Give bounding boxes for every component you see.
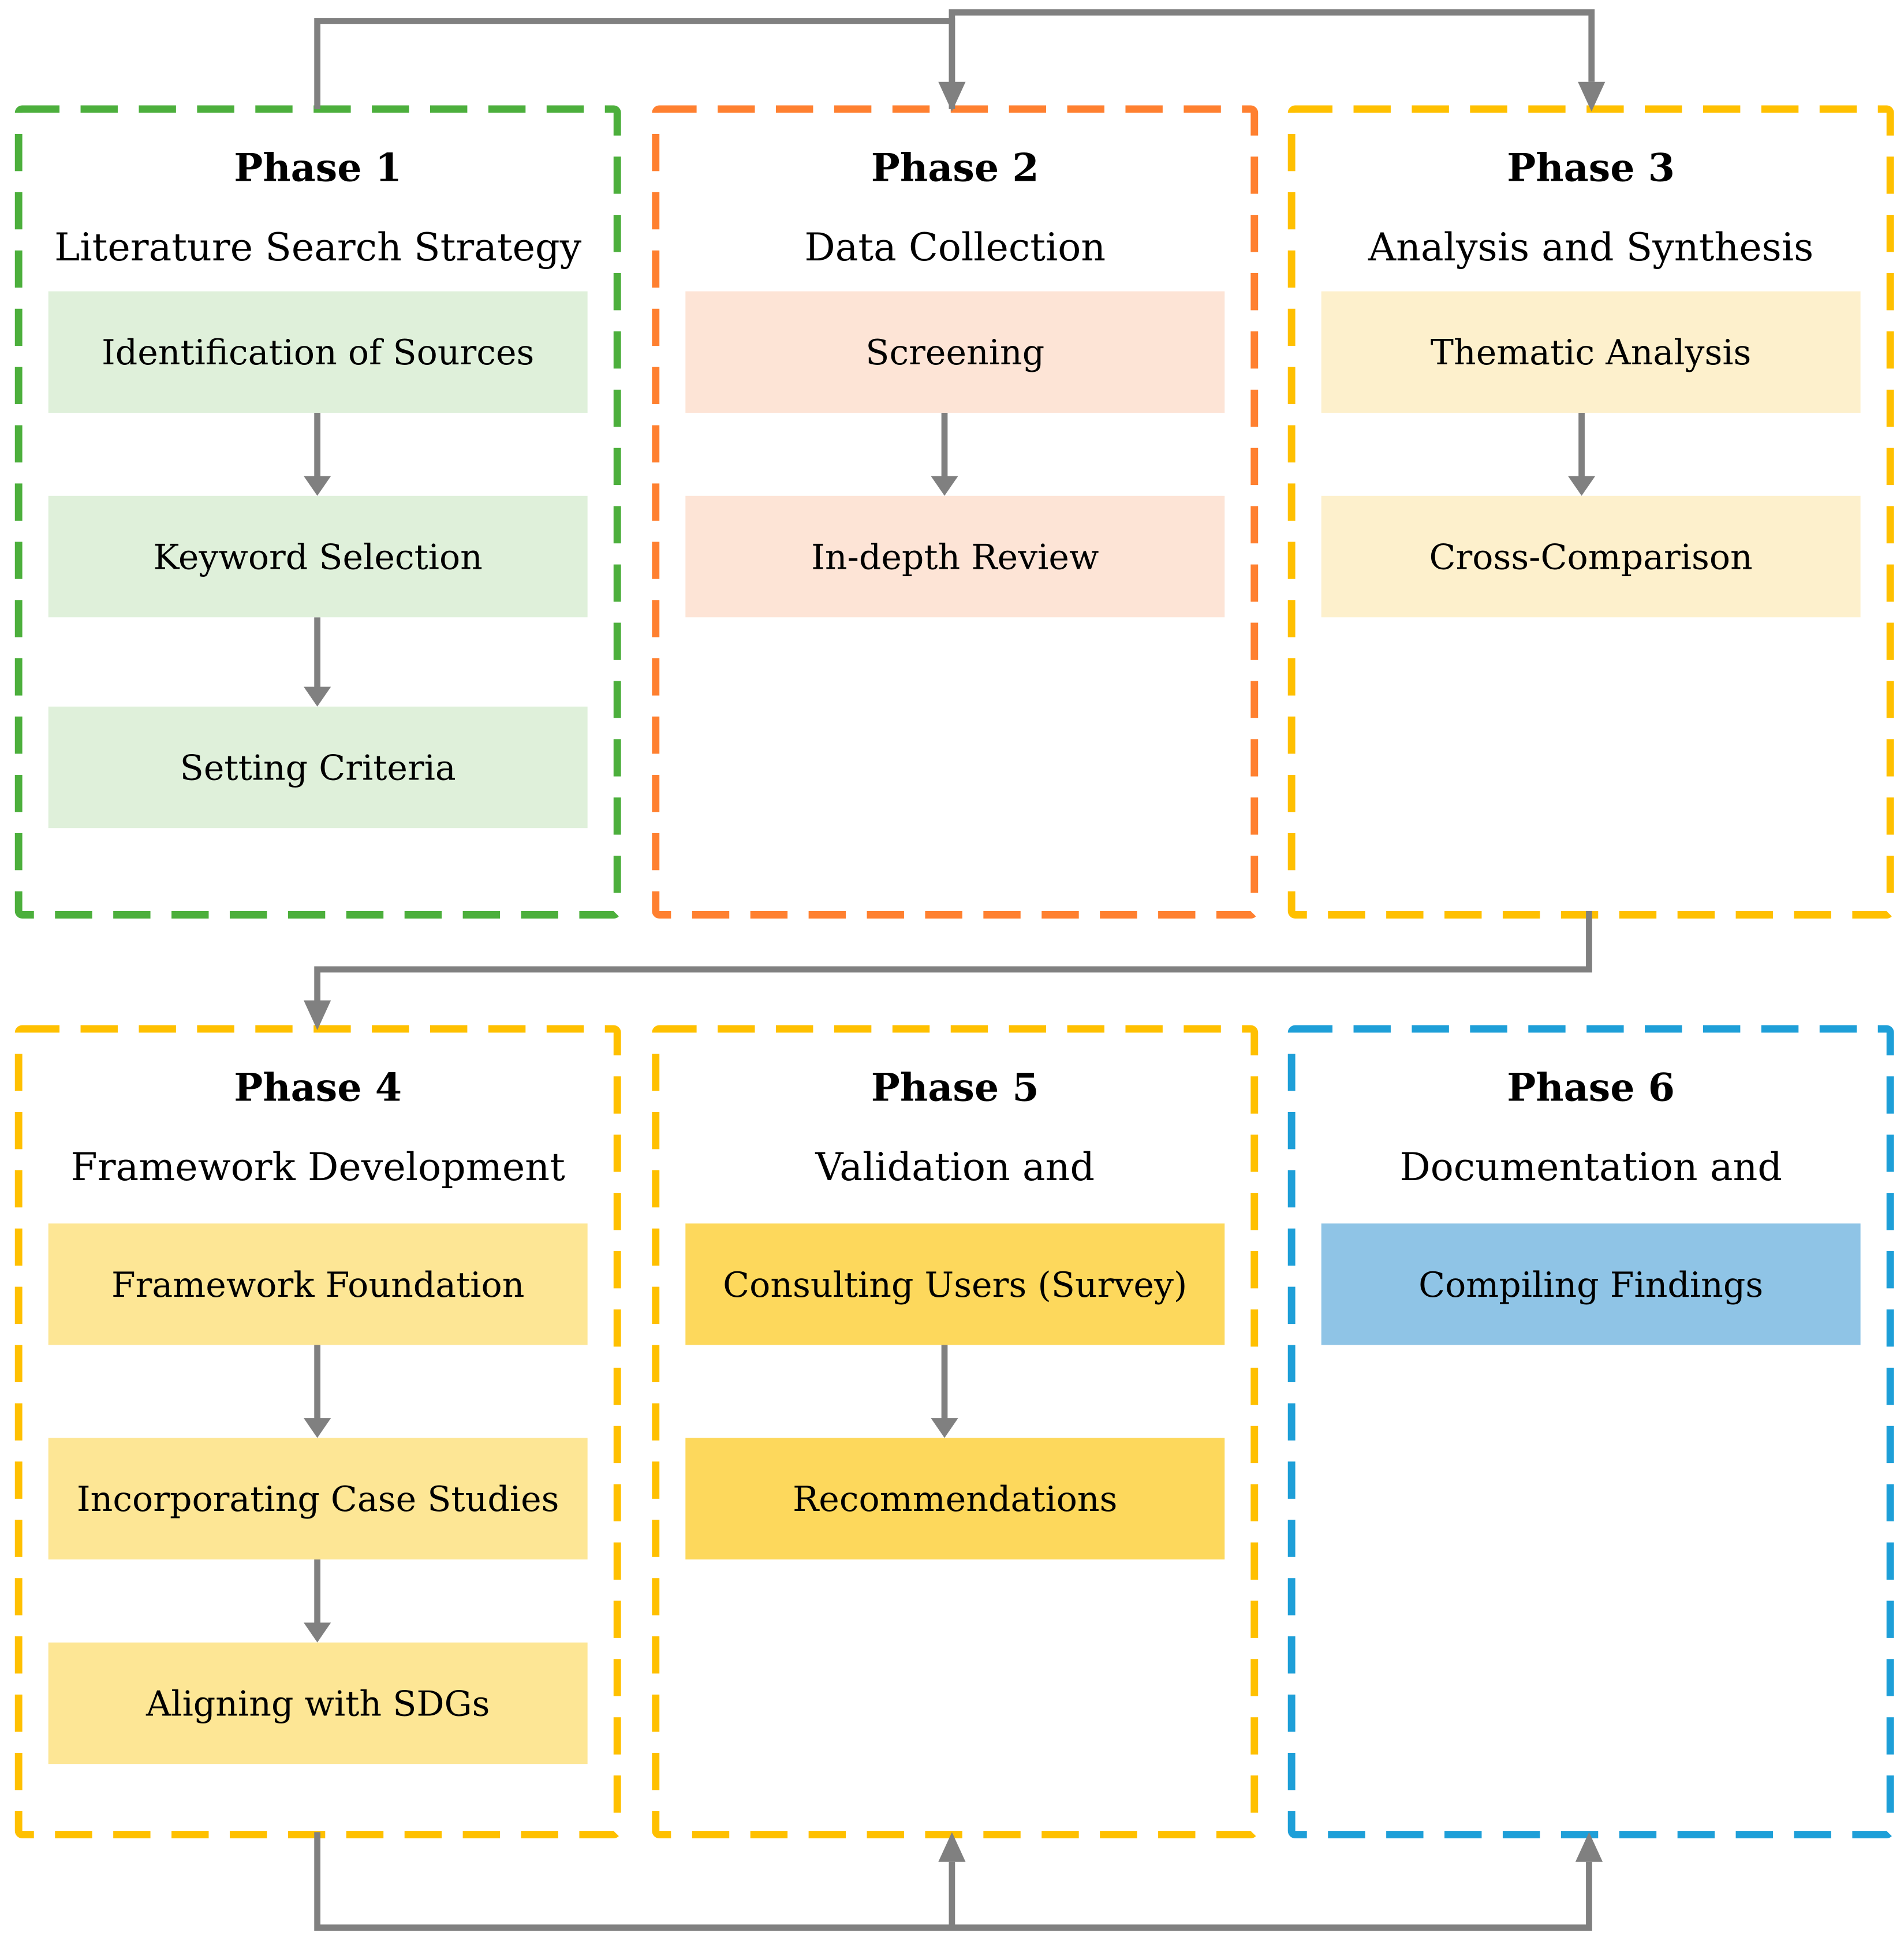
step-box: Consulting Users (Survey) [685,1223,1225,1345]
phase-5-border [652,1025,1259,1839]
connector-phase3-to-phase4 [314,911,1592,1002]
step-box: Identification of Sources [48,291,588,413]
step-box: Recommendations [685,1438,1225,1559]
step-box: Screening [685,291,1225,413]
step-box: Framework Foundation [48,1223,588,1345]
arrow-head-icon [1575,1832,1603,1862]
step-box: Incorporating Case Studies [48,1438,588,1559]
step-box: Keyword Selection [48,495,588,618]
phase-label: Phase 5 [871,1066,1039,1111]
arrow-head-icon [931,1418,958,1438]
step-box: Setting Criteria [48,706,588,829]
phase-label: Phase 6 [1507,1066,1675,1111]
phase-title: Literature Search Strategy [54,225,582,271]
phase-label: Phase 2 [871,146,1039,191]
phase-label: Phase 1 [234,146,402,191]
step-box: Thematic Analysis [1321,291,1861,413]
arrow-head-icon [1578,81,1606,112]
arrow-head-icon [304,476,331,496]
arrow-head-icon [304,1000,331,1031]
phase-title: Documentation and [1399,1145,1782,1191]
arrow-head-icon [304,686,331,707]
phase-title: Validation and [815,1145,1095,1191]
step-box: Aligning with SDGs [48,1642,588,1764]
arrow-head-icon [938,1832,966,1862]
arrow-head-icon [304,1418,331,1438]
phase-label: Phase 3 [1507,146,1675,191]
arrow-head-icon [931,476,958,496]
arrow-head-icon [1567,476,1596,496]
connector-phase2-to-phase3 [949,9,1595,109]
phase-label: Phase 4 [234,1066,402,1111]
step-box: In-depth Review [685,495,1225,618]
phase-title: Framework Development [70,1145,565,1191]
phase-title: Analysis and Synthesis [1368,225,1814,271]
step-box: Cross-Comparison [1321,495,1861,618]
step-box: Compiling Findings [1321,1223,1861,1345]
phase-6-border [1287,1025,1894,1839]
arrow-head-icon [304,1622,331,1643]
phase-title: Data Collection [804,225,1106,271]
